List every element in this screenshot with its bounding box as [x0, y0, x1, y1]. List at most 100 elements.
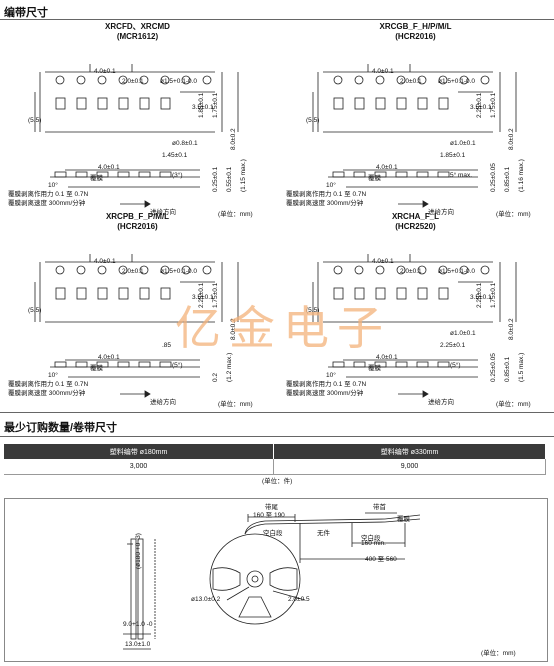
dim-label-hole: ø1.5+0.1-0.0 [438, 268, 476, 275]
empty-section: 空白段 [263, 530, 283, 537]
dim-label-unit: (单位：mm) [218, 401, 253, 408]
panel-title: XRCPB_F_P/M/L [105, 212, 170, 221]
dim-label-pitch-bottom: 4.0±0.1 [98, 164, 120, 171]
dim-label-thick1: 0.25±0.1 [212, 166, 219, 192]
dim-label-thick1: 0.25±0.05 [490, 353, 497, 382]
dim-label-feed: 进给方向 [428, 399, 454, 406]
dim-label-unit: (单位：mm) [496, 211, 531, 218]
dim-label-hole: ø1.5+0.1-0.0 [160, 268, 198, 275]
note-text: 覆膜剥离作用力 0.1 至 0.7N [286, 381, 367, 388]
dim-label-deg: 10° [326, 182, 336, 189]
table-cell: 3,000 [4, 459, 275, 475]
dim-label-feed: 进给方向 [150, 209, 176, 216]
dim-label-cavity: .85 [162, 342, 172, 349]
section-title-taping: 编带尺寸 [4, 7, 48, 19]
dim-label-dim-mid: 3.5±0.1 [192, 294, 214, 301]
dim-label-left: (5.5) [28, 307, 42, 314]
taping-panel: XRCHA_F_L (HCR2520) [278, 212, 553, 408]
dim-label-pitch-small: 2.0±0.1 [400, 268, 422, 275]
dim-label-hole2: ø1.0±0.1 [450, 140, 476, 147]
dim-label-cover: 覆膜 [90, 175, 103, 182]
dim-label-angle: (3°) [172, 172, 183, 179]
dim-label-pitch-top: 4.0±0.1 [372, 68, 394, 75]
tape-drawing [312, 254, 517, 398]
dim-label-pitch-small: 2.0±0.1 [122, 78, 144, 85]
table-header: 塑料编带 ø330mm [273, 444, 546, 459]
head-length: 400 至 560 [365, 556, 397, 563]
tape-tail: 带尾 [265, 504, 278, 511]
dim-label-width: 8.0±0.2 [508, 318, 515, 340]
dim-label-pitch-top: 4.0±0.1 [94, 258, 116, 265]
reel-width-top: 9.0+1.0 -0 [123, 621, 153, 628]
watermark: 亿金电子 [175, 301, 391, 355]
dim-label-hole2: ø0.8±0.1 [172, 140, 198, 147]
divider [0, 436, 554, 437]
dim-label-thick2: 0.55±0.1 [226, 166, 233, 192]
dim-label-thick3: (1.15 max.) [240, 159, 247, 192]
cover-tape: 覆膜 [397, 516, 410, 523]
tail-length: 160 至 190 [253, 512, 285, 519]
dim-label-left: (5.5) [306, 307, 320, 314]
order-table: 塑料编带 ø180mm 塑料编带 ø330mm 3,000 9,000 [4, 444, 546, 475]
dim-label-pitch-small: 2.0±0.1 [122, 268, 144, 275]
tape-drawing [312, 64, 517, 208]
dim-label-thick2: 0.85±0.1 [504, 356, 511, 382]
dim-label-left: (5.5) [28, 117, 42, 124]
dim-label-thick3: (1.16 max.) [518, 159, 525, 192]
dim-label-pitch-top: 4.0±0.1 [94, 68, 116, 75]
unit-label: (单位：件) [262, 478, 293, 485]
dim-label-unit: (单位：mm) [218, 211, 253, 218]
dim-label-cover: 覆膜 [368, 175, 381, 182]
panel-title: XRCHA_F_L [391, 212, 440, 221]
panel-subtitle: (MCR1612) [116, 32, 159, 41]
no-part: 无件 [317, 530, 330, 537]
dim-label-angle: (5°) [172, 362, 183, 369]
dim-label-pitch-top: 4.0±0.1 [372, 258, 394, 265]
dim-label-thick1: 0.25±0.05 [490, 163, 497, 192]
dim-label-thick3: (1.5 max.) [518, 352, 525, 382]
taping-panel: XRCFD、XRCMD (MCR1612) [0, 22, 275, 218]
dim-label-deg: 10° [48, 182, 58, 189]
dim-label-pitch-bottom: 4.0±0.1 [376, 164, 398, 171]
reel-drawing: (ø180 +0 -3) ø13.0±0.2 2.0±0.5 9.0+1.0 -… [4, 498, 548, 662]
taping-panel: XRCPB_F_P/M/L (HCR2016) [0, 212, 275, 408]
dim-label-dim-mid: 3.5±0.1 [192, 104, 214, 111]
slot-width: 2.0±0.5 [288, 596, 310, 603]
panel-title: XRCGB_F_H/P/M/L [379, 22, 452, 31]
panel-subtitle: (HCR2016) [117, 222, 158, 231]
note-text: 覆膜剥离速度 300mm/分钟 [286, 390, 364, 397]
note-text: 覆膜剥离速度 300mm/分钟 [286, 200, 364, 207]
panel-subtitle: (HCR2520) [395, 222, 436, 231]
dim-label-feed: 进给方向 [150, 399, 176, 406]
tape-drawing [34, 254, 239, 398]
dim-label-width: 8.0±0.2 [230, 128, 237, 150]
divider [0, 412, 554, 413]
dim-label-angle: (5°) [450, 362, 461, 369]
dim-label-width: 8.0±0.2 [508, 128, 515, 150]
table-header: 塑料编带 ø180mm [4, 444, 275, 459]
dim-label-hole2: ø1.0±0.1 [450, 330, 476, 337]
empty-section: 空白段 [361, 535, 381, 542]
dim-label-cavity: 1.45±0.1 [162, 152, 188, 159]
dim-label-deg: 10° [48, 372, 58, 379]
dim-label-dim-mid: 3.5±0.1 [470, 294, 492, 301]
dim-label-angle: 5° max. [450, 172, 473, 179]
note-text: 覆膜剥离作用力 0.1 至 0.7N [8, 381, 89, 388]
dim-label-dim-mid: 3.5±0.1 [470, 104, 492, 111]
note-text: 覆膜剥离速度 300mm/分钟 [8, 390, 86, 397]
dim-label-pitch-bottom: 4.0±0.1 [98, 354, 120, 361]
taping-panel: XRCGB_F_H/P/M/L (HCR2016) [278, 22, 553, 218]
table-cell: 9,000 [273, 459, 546, 475]
note-text: 覆膜剥离作用力 0.1 至 0.7N [8, 191, 89, 198]
dim-label-pitch-bottom: 4.0±0.1 [376, 354, 398, 361]
min-length: 160 min. [361, 540, 386, 547]
dim-label-cavity: 2.25±0.1 [440, 342, 466, 349]
dim-label-feed: 进给方向 [428, 209, 454, 216]
panel-subtitle: (HCR2016) [395, 32, 436, 41]
tape-head: 带首 [373, 504, 386, 511]
dim-label-cavity: 1.85±0.1 [440, 152, 466, 159]
dim-label-hole: ø1.5+0.1-0.0 [160, 78, 198, 85]
dim-label-unit: (单位：mm) [496, 401, 531, 408]
dim-label-left: (5.5) [306, 117, 320, 124]
dim-label-cover: 覆膜 [90, 365, 103, 372]
